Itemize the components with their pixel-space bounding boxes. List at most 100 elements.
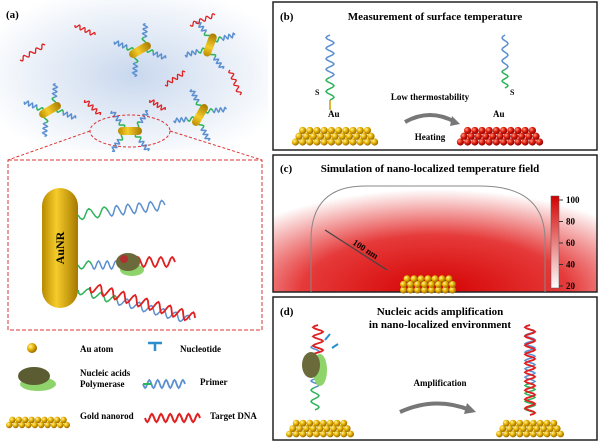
au-atom (38, 421, 45, 429)
au-atom (435, 280, 442, 288)
au-atom (499, 425, 507, 432)
au-atom (514, 138, 522, 146)
primer-green-segment (186, 115, 195, 123)
target-dna (228, 69, 242, 96)
au-atom (41, 416, 48, 424)
au-atom (22, 416, 29, 424)
au-atom (510, 132, 518, 140)
panel-b: (b) Measurement of surface temperature S… (272, 1, 598, 151)
au-atom (550, 430, 558, 438)
au-atom (547, 425, 554, 432)
primer-blue-segment (131, 62, 139, 78)
au-atom (500, 126, 508, 135)
au-atom (431, 275, 439, 283)
primer-blue-segment (41, 122, 49, 138)
au-atom (356, 126, 364, 135)
primer-green-segment (325, 76, 335, 101)
au-atom (330, 425, 337, 432)
au-atom (526, 425, 534, 432)
colorbar-tick-label: 80 (566, 217, 576, 227)
primer-blue-segment (324, 34, 336, 78)
au-atom (407, 286, 414, 294)
primer-green-segment (501, 68, 509, 89)
au-atom (428, 280, 435, 288)
target-dna-hybrid (89, 283, 196, 322)
arrow-label-top: Low thermostability (391, 92, 470, 102)
au-atom (421, 286, 428, 294)
au-atom (516, 430, 524, 438)
panel-d-title-line1: Nucleic acids amplification (377, 306, 504, 318)
au-atom (296, 425, 303, 432)
panel-c-label: (c) (280, 163, 293, 175)
colorbar-tick-label: 20 (566, 281, 576, 291)
au-atom (6, 421, 13, 429)
gold-nanorod (203, 33, 217, 57)
au-atom (445, 275, 453, 283)
nucleotide-icons (324, 333, 339, 349)
au-atom (9, 416, 16, 424)
au-atom (337, 425, 344, 432)
au-atom (316, 425, 324, 432)
au-atom (340, 430, 348, 438)
au-atom (424, 275, 432, 283)
au-atom (536, 430, 544, 438)
au-atom (519, 425, 527, 432)
au-atom (313, 126, 321, 135)
au-atom (306, 126, 314, 135)
au-label-right: Au (493, 109, 505, 119)
au-atom (299, 126, 307, 135)
au-atom (435, 286, 442, 294)
au-atom (421, 280, 428, 288)
target-dna (19, 43, 46, 62)
au-atom (496, 132, 504, 140)
panel-c-title: Simulation of nano-localized temperature… (321, 163, 540, 175)
legend-nucleotide: Nucleotide (180, 344, 221, 354)
au-atom (326, 419, 334, 427)
au-atom (333, 430, 341, 438)
au-atom (28, 416, 35, 424)
primer-blue-segment (113, 40, 128, 49)
au-atom (521, 138, 529, 146)
panel-d-title-line2: in nano-localized environment (369, 319, 512, 331)
legend: Au atom Nucleotide Nucleic acids Polymer… (6, 341, 257, 429)
primer-green-segment (77, 260, 93, 270)
primer-blue-segment (501, 34, 509, 71)
au-label-left: Au (328, 109, 340, 119)
primer-blue-segment (212, 106, 227, 114)
gold-nanorod-d-left (286, 419, 354, 438)
au-atom (18, 421, 26, 429)
au-atom (15, 416, 22, 424)
au-atom (356, 138, 364, 146)
au-atom (349, 138, 357, 146)
primer-green-segment (118, 121, 126, 129)
gold-nanorod-c (400, 275, 456, 294)
au-atom (34, 416, 42, 424)
primer-green-segment (77, 206, 110, 221)
nucleotide-icon (148, 341, 162, 351)
au-atom (410, 275, 418, 283)
au-atom (518, 132, 526, 140)
gold-nanorod-heated (456, 126, 544, 146)
au-atom (478, 138, 486, 146)
legend-polymerase: Nucleic acids Polymerase (80, 368, 131, 389)
nanorod-with-primers (173, 88, 227, 142)
primer-green-segment (77, 287, 118, 303)
au-atom (528, 126, 537, 135)
au-atom (417, 275, 425, 283)
au-atom (492, 126, 500, 135)
au-atom (286, 430, 293, 438)
au-atom (449, 280, 456, 288)
target-legend-wave (144, 412, 201, 424)
primer-green-segment (145, 49, 155, 53)
au-atom (320, 419, 327, 427)
au-atom (347, 430, 354, 438)
primer-green-segment (310, 386, 320, 411)
au-atom (509, 419, 517, 427)
au-atom (438, 275, 446, 283)
au-atom (449, 286, 456, 294)
au-atom (371, 138, 379, 146)
gold-nanorod (118, 127, 142, 135)
gold-sphere-icon (27, 343, 37, 353)
au-atom (320, 126, 328, 135)
